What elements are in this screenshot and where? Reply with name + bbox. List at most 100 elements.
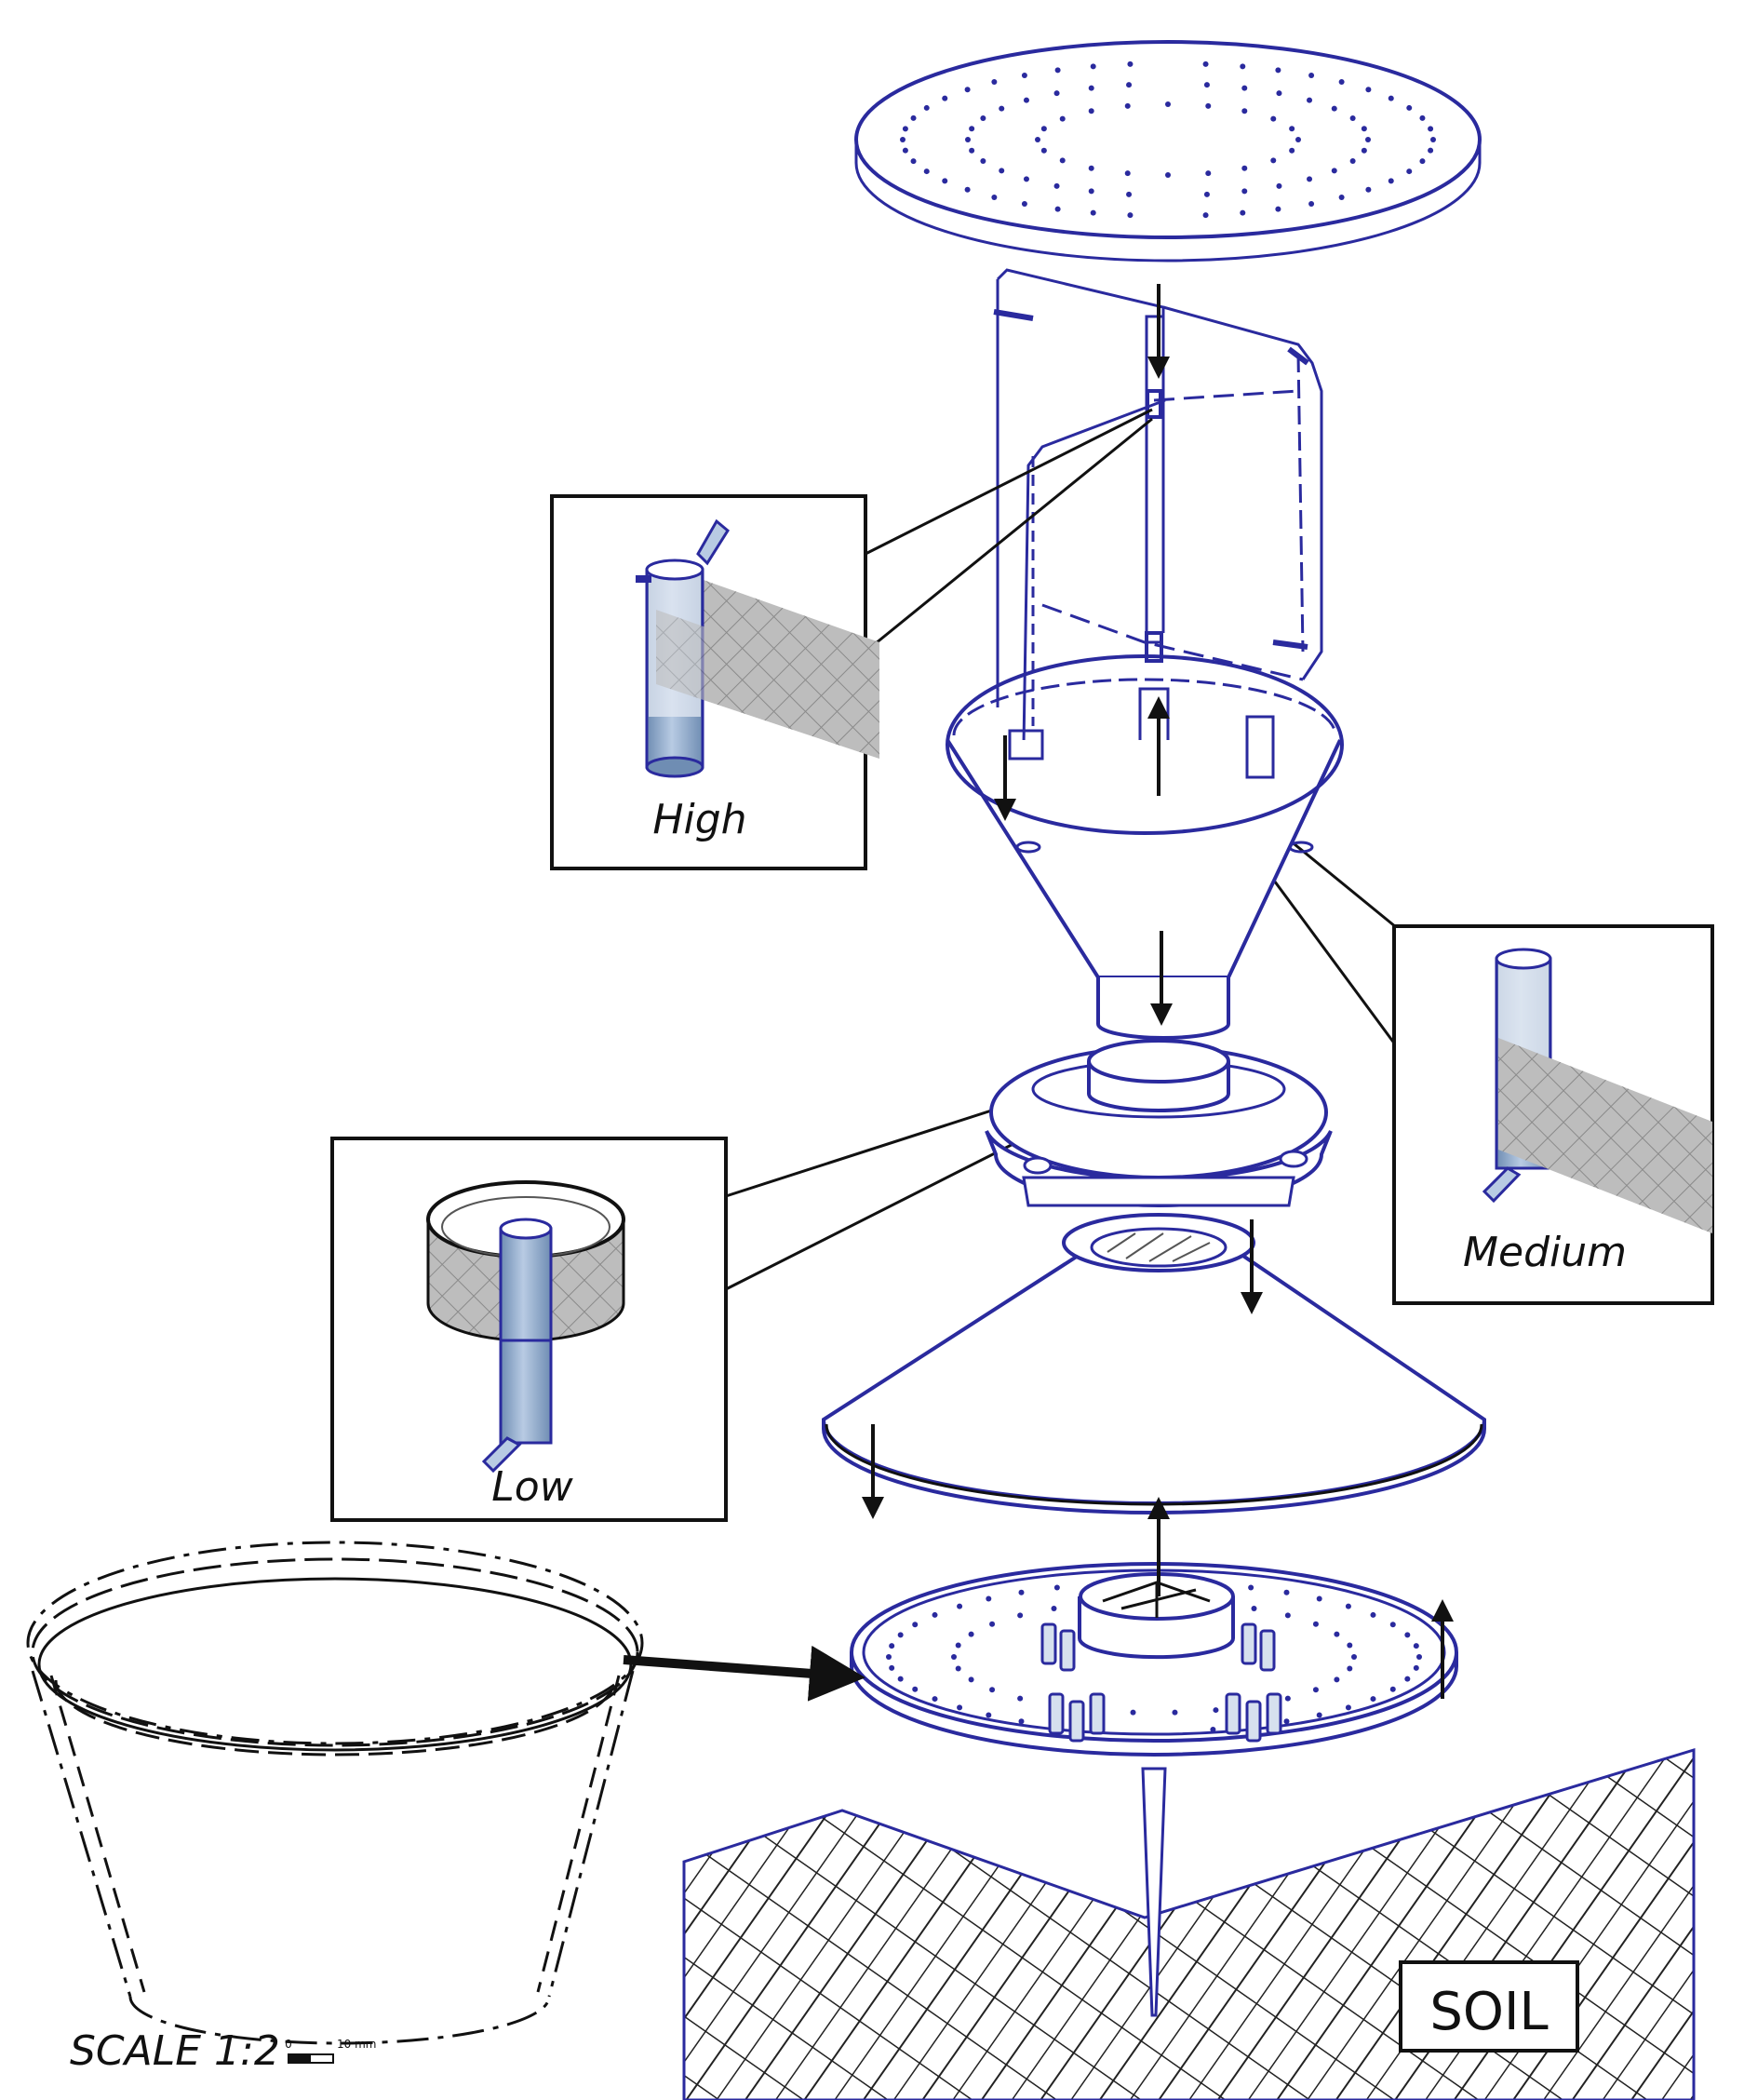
perforation-hole: [1283, 1718, 1290, 1725]
perforation-hole: [1124, 102, 1131, 109]
perforation-hole: [1406, 168, 1413, 175]
perforation-hole: [1428, 126, 1434, 132]
perforation-hole: [1370, 1696, 1376, 1703]
perforation-hole: [932, 1696, 938, 1703]
perforation-hole: [1334, 1631, 1340, 1637]
retaining-pin: [1241, 1622, 1257, 1665]
perforation-hole: [951, 1654, 957, 1660]
detail-low: Low: [330, 1137, 728, 1522]
detail-medium: Medium: [1392, 924, 1714, 1305]
scale-label: SCALE 1:2: [70, 2027, 280, 2075]
perforation-hole: [912, 1622, 919, 1628]
perforation-hole: [1241, 188, 1248, 195]
perforation-hole: [1203, 191, 1210, 197]
perforation-hole: [1416, 1654, 1422, 1660]
perforation-hole: [902, 147, 908, 154]
perforation-hole: [991, 194, 998, 200]
perforation-hole: [942, 178, 948, 184]
perforation-hole: [1404, 1676, 1411, 1682]
perforation-hole: [1419, 114, 1426, 121]
perforation-hole: [889, 1664, 895, 1671]
base-plate: [850, 1562, 1458, 1757]
soil-label: SOIL: [1429, 1982, 1548, 2042]
perforation-hole: [1283, 1589, 1290, 1595]
perforation-hole: [1276, 182, 1282, 189]
perforation-hole: [1365, 87, 1372, 93]
perforation-hole: [969, 126, 975, 132]
retaining-pin: [1266, 1692, 1282, 1735]
perforation-hole: [1090, 209, 1096, 216]
retaining-pin: [1059, 1629, 1076, 1672]
perforation-hole: [1241, 108, 1248, 114]
perforation-hole: [1202, 61, 1209, 67]
soil-label-box: [1399, 1960, 1579, 2053]
perforation-hole: [1165, 101, 1171, 107]
perforation-hole: [1331, 168, 1337, 174]
perforation-hole: [1404, 1632, 1411, 1638]
perforation-hole: [1021, 73, 1027, 79]
perforation-hole: [1040, 147, 1047, 154]
perforation-hole: [999, 168, 1005, 174]
perforation-hole: [968, 1631, 974, 1637]
perforation-hole: [1419, 158, 1426, 165]
perforation-hole: [1316, 1595, 1322, 1602]
perforation-hole: [1413, 1664, 1419, 1671]
perforation-hole: [900, 137, 906, 142]
perforation-hole: [1361, 147, 1367, 154]
perforation-hole: [1389, 1686, 1396, 1692]
perforation-hole: [1130, 1709, 1136, 1716]
perforation-hole: [1017, 1612, 1024, 1619]
retaining-pin: [1068, 1700, 1085, 1743]
perforation-hole: [1334, 1676, 1340, 1683]
perforation-hole: [1345, 1603, 1351, 1609]
label-high: High: [652, 796, 746, 843]
perforation-hole: [1349, 115, 1356, 122]
ground-spike: [1141, 1767, 1167, 2017]
retaining-pin: [1245, 1700, 1262, 1743]
perforation-hole: [1307, 176, 1313, 182]
perforation-hole: [1021, 200, 1027, 207]
perforation-hole: [989, 1687, 996, 1693]
perforation-hole: [1127, 61, 1134, 67]
diffuser-disc: [985, 1039, 1333, 1207]
perforation-hole: [1275, 206, 1281, 212]
perforation-hole: [955, 1665, 961, 1672]
retaining-pin: [1225, 1692, 1241, 1735]
perforation-hole: [1205, 102, 1212, 109]
retaining-pin: [1048, 1692, 1065, 1735]
perforation-hole: [1035, 137, 1040, 142]
perforation-hole: [964, 87, 971, 93]
perforation-hole: [912, 1686, 919, 1692]
large-cone: [821, 1213, 1487, 1514]
perforation-hole: [1388, 178, 1394, 184]
perforation-hole: [986, 1595, 992, 1602]
perforation-hole: [1316, 1712, 1322, 1718]
perforation-hole: [968, 1676, 974, 1683]
perforation-hole: [1210, 1726, 1216, 1732]
perforation-hole: [1053, 90, 1060, 97]
perforation-hole: [1406, 104, 1413, 111]
flow-arrows: [623, 284, 1454, 1702]
perforation-hole: [1205, 170, 1212, 177]
perforation-hole: [897, 1632, 904, 1638]
perforation-hole: [1251, 1606, 1257, 1612]
perforation-hole: [1308, 73, 1315, 79]
perforation-hole: [957, 1603, 963, 1609]
perforation-hole: [1023, 97, 1029, 103]
perforation-hole: [1054, 67, 1061, 74]
perforation-hole: [1289, 126, 1295, 132]
perforation-hole: [923, 168, 930, 175]
retaining-pin: [1040, 1622, 1057, 1665]
perforation-hole: [1389, 1622, 1396, 1628]
scale-bar-start: 0: [285, 2038, 292, 2051]
perforation-hole: [1240, 209, 1246, 216]
perforation-hole: [1312, 1621, 1319, 1627]
collection-cup: [26, 1541, 644, 2045]
perforation-hole: [989, 1621, 996, 1627]
perforation-hole: [1127, 212, 1134, 219]
retaining-pin: [1089, 1692, 1106, 1735]
perforation-hole: [1289, 147, 1295, 154]
perforation-hole: [1090, 63, 1096, 70]
top-perforated-lid: [854, 40, 1482, 262]
